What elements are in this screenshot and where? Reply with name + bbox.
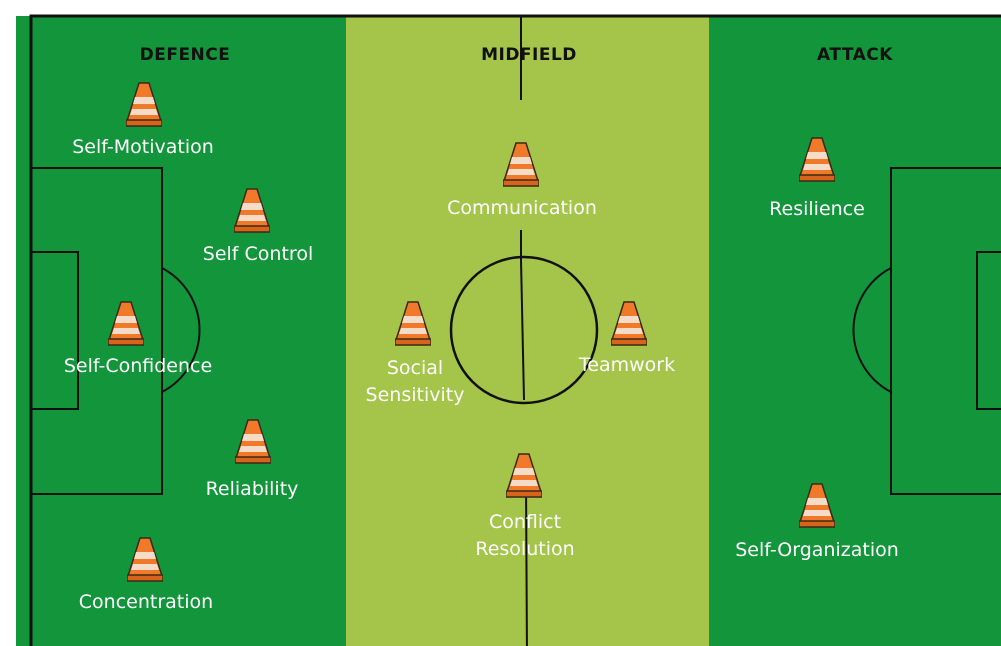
- traffic-cone-icon: [394, 300, 432, 346]
- pitch-border: [29, 14, 1001, 646]
- left-penalty-area: [31, 167, 163, 495]
- traffic-cone-icon: [107, 300, 145, 346]
- traffic-cone-icon: [798, 136, 836, 182]
- zone-title-attack: ATTACK: [817, 45, 893, 65]
- label-social-sensitivity: Social Sensitivity: [365, 357, 465, 406]
- traffic-cone-icon: [505, 452, 543, 498]
- label-self-motivation: Self-Motivation: [72, 136, 214, 158]
- label-concentration: Concentration: [78, 591, 214, 613]
- label-self-organization: Self-Organization: [735, 539, 899, 561]
- left-goal-area: [31, 251, 79, 410]
- traffic-cone-icon: [125, 81, 163, 127]
- zone-title-defence: DEFENCE: [139, 45, 231, 65]
- right-penalty-arc: [852, 267, 892, 393]
- label-resilience: Resilience: [769, 198, 865, 220]
- label-communication: Communication: [447, 197, 597, 219]
- traffic-cone-icon: [233, 187, 271, 233]
- centre-circle: [449, 255, 599, 405]
- defence-zone: [16, 16, 346, 646]
- zone-title-midfield: MIDFIELD: [481, 45, 577, 65]
- right-goal-area: [976, 251, 1001, 410]
- right-penalty-area: [890, 167, 1001, 495]
- label-self-control: Self Control: [202, 243, 314, 265]
- label-self-confidence: Self-Confidence: [63, 355, 213, 377]
- label-teamwork: Teamwork: [578, 354, 676, 376]
- left-penalty-arc: [161, 267, 201, 393]
- traffic-cone-icon: [234, 418, 272, 464]
- traffic-cone-icon: [502, 141, 540, 187]
- traffic-cone-icon: [798, 482, 836, 528]
- label-conflict-resolution: Conflict Resolution: [475, 511, 575, 560]
- attack-zone: [709, 16, 1001, 646]
- traffic-cone-icon: [610, 300, 648, 346]
- label-reliability: Reliability: [205, 478, 299, 500]
- traffic-cone-icon: [126, 536, 164, 582]
- halfway-line: [520, 16, 528, 646]
